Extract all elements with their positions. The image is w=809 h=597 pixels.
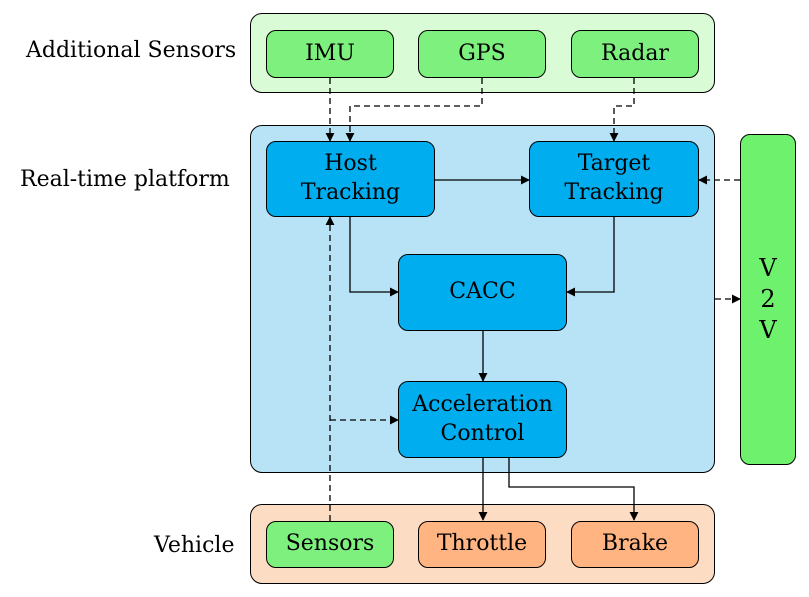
host-tracking-label-2: Tracking [300, 180, 401, 205]
edge-radar-to-target [609, 78, 635, 142]
radar-node: Radar [571, 30, 699, 78]
radar-label: Radar [601, 40, 669, 66]
cacc-node: CACC [398, 254, 567, 331]
target-tracking-label-1: Target [577, 151, 651, 177]
v2v-label-2: 2 [760, 284, 776, 313]
acceleration-control-label-2: Control [440, 420, 525, 446]
brake-node: Brake [571, 521, 699, 568]
gps-node: GPS [418, 30, 546, 78]
v2v-label-3: V [759, 316, 777, 345]
label-vehicle: Vehicle [154, 533, 235, 558]
brake-label: Brake [601, 531, 669, 557]
label-additional-sensors: Additional Sensors [26, 38, 237, 63]
target-tracking-node: Target Tracking [529, 141, 699, 217]
v2v-node: V 2 V [740, 134, 796, 465]
cacc-label: CACC [449, 279, 516, 305]
throttle-label: Throttle [436, 531, 528, 557]
gps-label: GPS [458, 40, 506, 66]
label-realtime-platform: Real-time platform [20, 167, 230, 192]
v2v-label-1: V [759, 253, 777, 282]
edge-accel-to-brake [508, 458, 639, 521]
host-tracking-label-1: Host [324, 151, 377, 177]
edge-target-to-cacc [566, 217, 615, 297]
edge-host-to-cacc [349, 217, 399, 297]
imu-label: IMU [305, 40, 355, 66]
imu-node: IMU [266, 30, 394, 78]
host-tracking-node: Host Tracking [266, 141, 435, 217]
throttle-node: Throttle [418, 521, 546, 568]
acceleration-control-node: Acceleration Control [398, 381, 567, 458]
target-tracking-label-2: Tracking [564, 180, 664, 205]
edge-gps-to-host [345, 78, 483, 142]
vehicle-sensors-node: Sensors [266, 521, 394, 568]
vehicle-sensors-label: Sensors [285, 531, 375, 557]
acceleration-control-label-1: Acceleration [412, 391, 553, 417]
